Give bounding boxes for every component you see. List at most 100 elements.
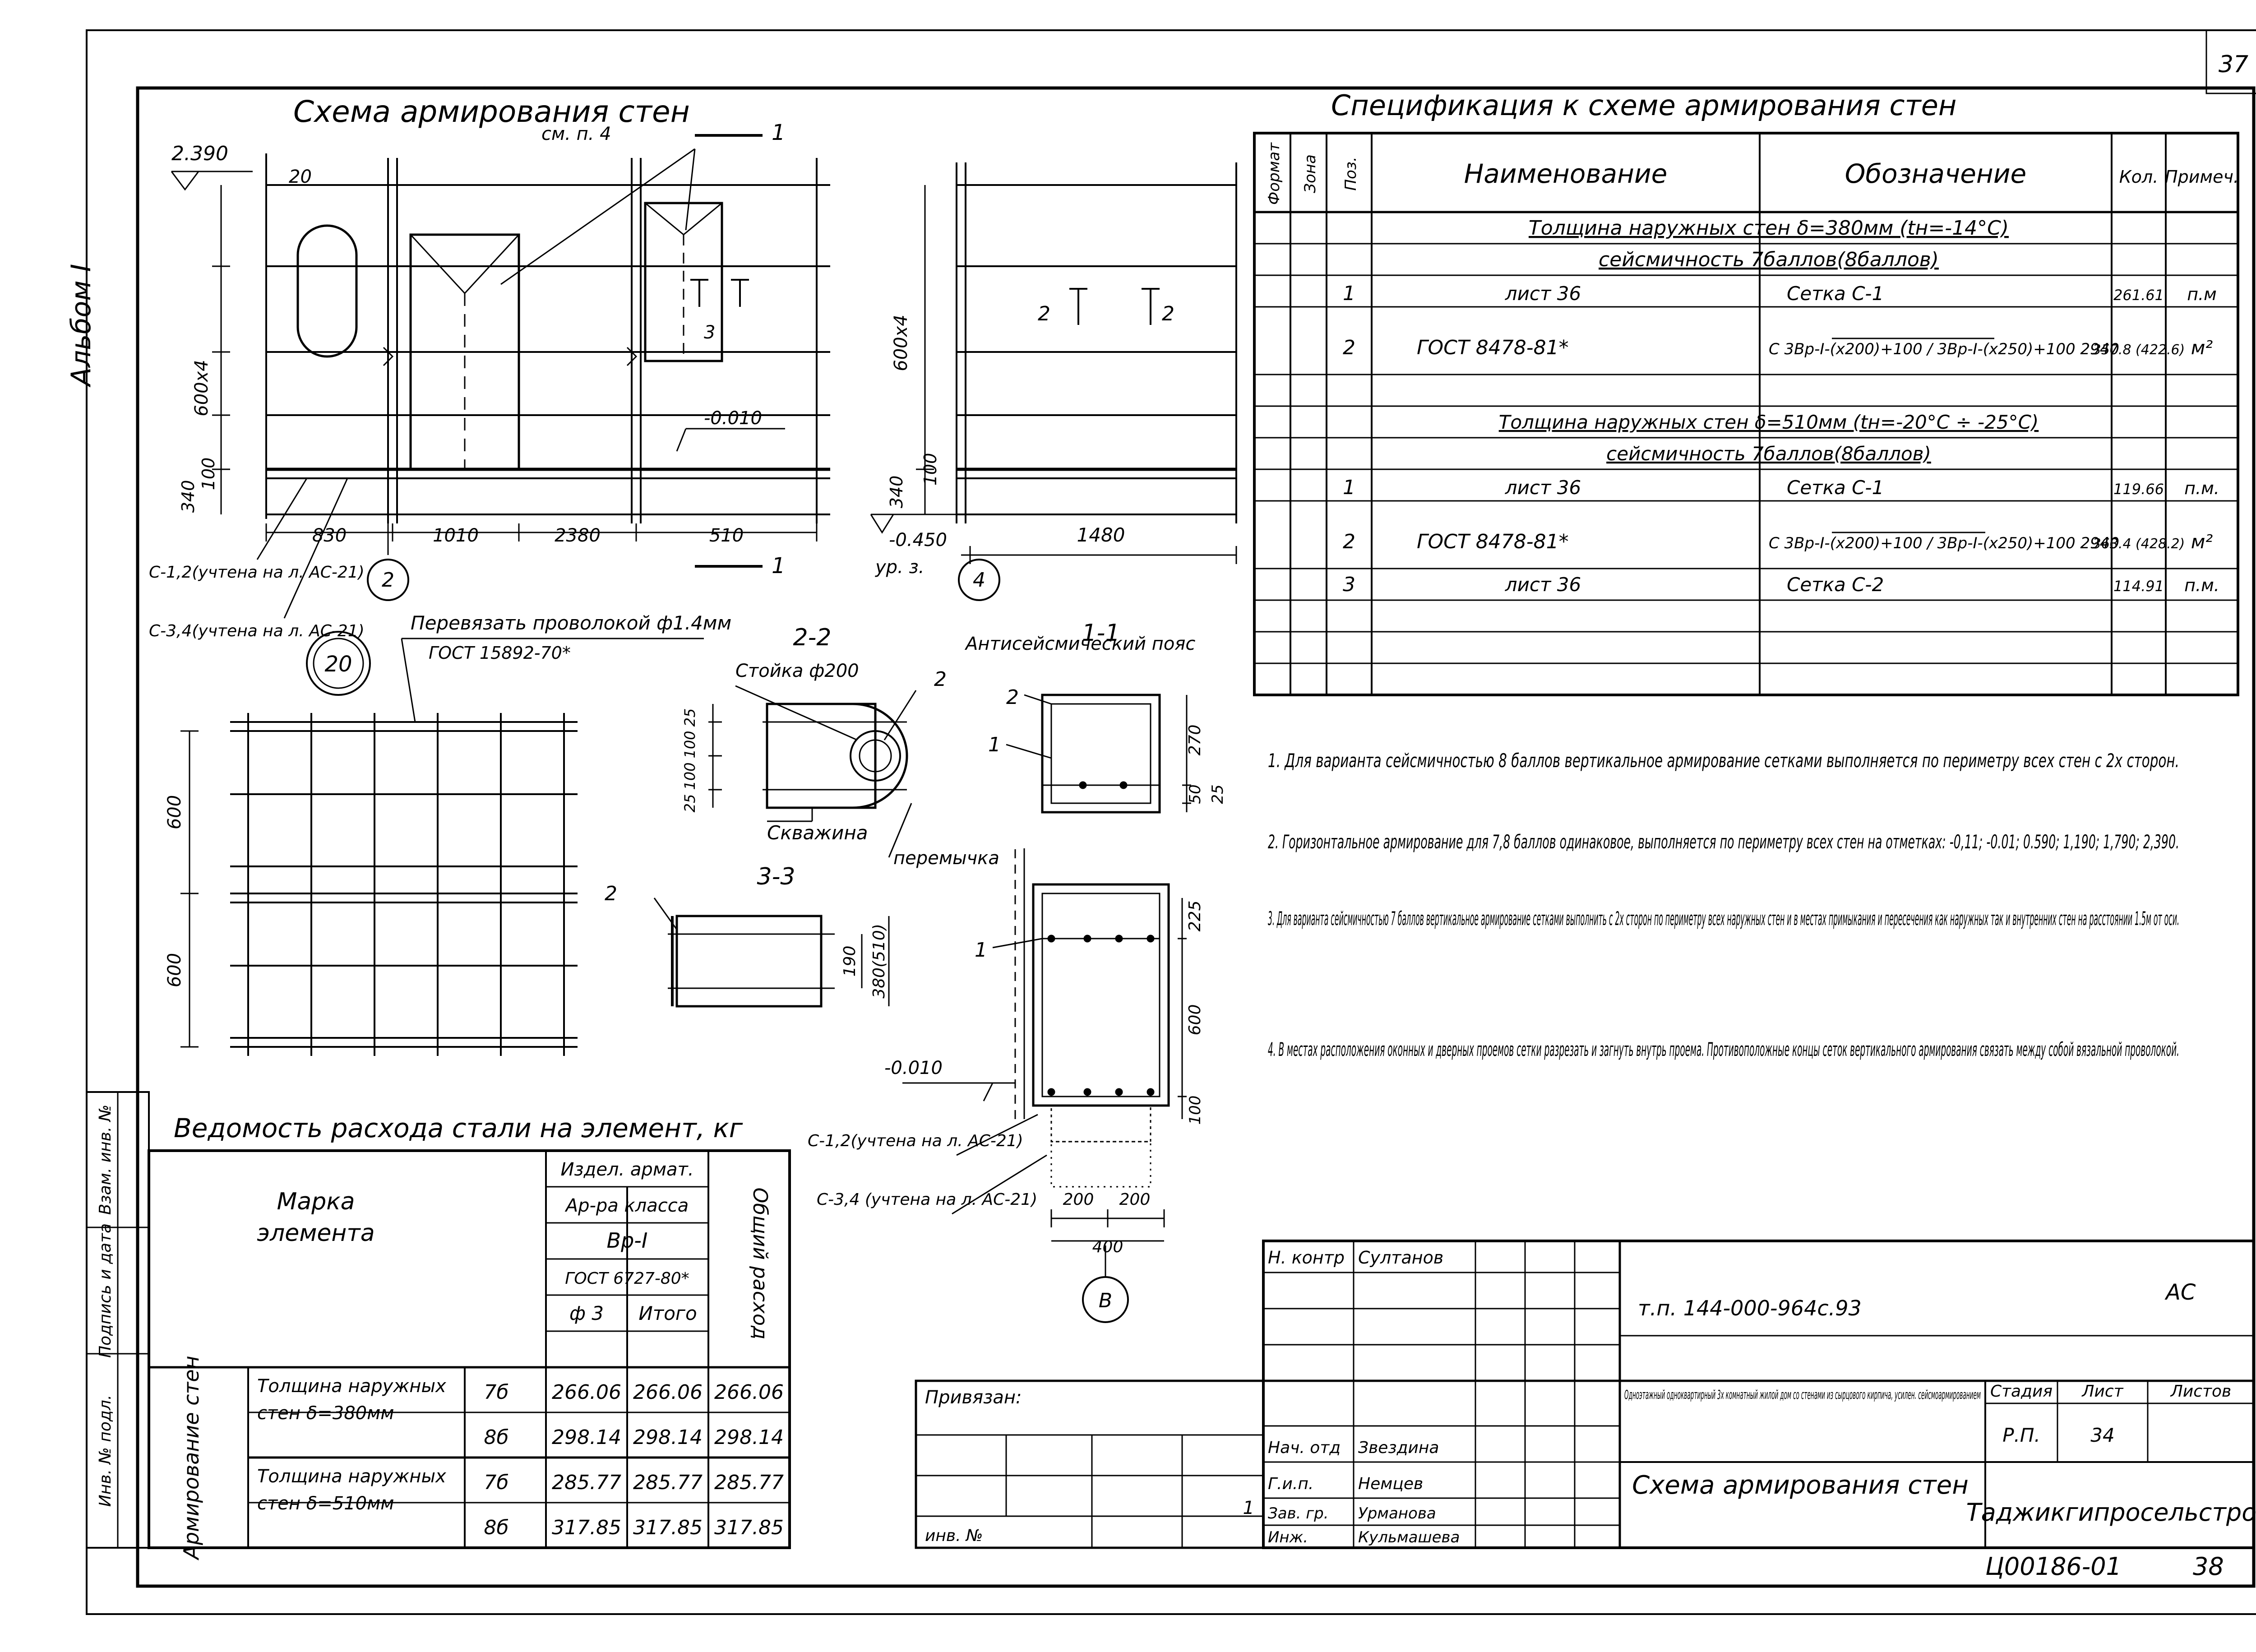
steel-r3-sum: 285.77 [714, 1471, 784, 1494]
steel-r1-total: 266.06 [633, 1381, 703, 1404]
sec11-dim-225: 225 [1186, 901, 1204, 932]
plan-wall-elevation [171, 134, 830, 619]
spec-h-qty: Кол. [2119, 167, 2159, 187]
plan-dim-830: 830 [312, 525, 347, 546]
steel-h-grade: Вр-I [607, 1228, 648, 1253]
doc-code: Ц00186-01 [1985, 1552, 2122, 1581]
axis4-dim-340: 340 [887, 476, 906, 509]
steel-h-sum: Общий расход [749, 1188, 772, 1340]
detail20-leader-label: Перевязать проволокой ф1.4мм [411, 612, 731, 634]
stamp-sign-date: Подпись и дата [96, 1223, 115, 1358]
plan-cut-1-top: 1 [772, 120, 786, 145]
tb-privyazan: Привязан: [925, 1387, 1022, 1408]
sec11-mesh-c12: С-1,2(учтена на л. АС-21) [808, 1132, 1023, 1150]
steel-r2-sum: 298.14 [714, 1426, 784, 1449]
tb-name-2: Звездина [1358, 1439, 1439, 1457]
section-2-2 [708, 685, 917, 858]
tb-stage-h: Стадия [1990, 1382, 2053, 1401]
spec-sec2-r1-unit: п.м. [2184, 478, 2219, 498]
steel-h-gost: ГОСТ 6727-80* [565, 1269, 689, 1288]
steel-r4-d3: 317.85 [552, 1516, 621, 1539]
title-block-grid [915, 1240, 2255, 1549]
tb-doc-num: т.п. 144-000-964с.93 [1638, 1296, 1862, 1320]
spec-sec1-r1-desig: Сетка С-1 [1787, 282, 1884, 305]
axis4-dim-vert: 600х4 [891, 315, 911, 371]
tb-sheet: 34 [2090, 1424, 2114, 1446]
note-4: 4. В местах расположения оконных и дверн… [1268, 1038, 2179, 1060]
steel-r1-label-b: стен δ=380мм [257, 1403, 394, 1424]
detail20-leader-standard: ГОСТ 15892-70* [429, 643, 571, 663]
detail20-dim-600-b: 600 [164, 953, 185, 987]
tb-ac: АС [2164, 1280, 2196, 1305]
sec11-ref-2: 2 [1006, 686, 1019, 709]
steel-mark-header-1: Марка [277, 1188, 355, 1215]
tb-role-3: Г.и.п. [1268, 1475, 1313, 1493]
section-3-3 [653, 898, 890, 1008]
spec-h-pos: Поз. [1342, 157, 1360, 190]
steel-r3-label-b: стен δ=510мм [257, 1493, 394, 1514]
steel-h-dia: ф 3 [569, 1302, 604, 1324]
scheme-title: Схема армирования стен [293, 94, 690, 129]
detail20-marker: 20 [324, 652, 352, 677]
album-label: Альбом I [65, 264, 97, 388]
spec-sec1-r1-name: лист 36 [1505, 282, 1581, 305]
plan-dim-vert: 600х4 [191, 360, 212, 416]
tb-name-5: Кульмашева [1358, 1528, 1460, 1546]
plan-elev-top: 2.390 [171, 142, 228, 165]
sec33-ref-2: 2 [605, 882, 617, 905]
spec-sec2-r2-unit: м² [2191, 531, 2213, 553]
steel-r4-grade: 8б [484, 1516, 509, 1539]
tb-name-3: Немцев [1358, 1475, 1423, 1493]
axis4-cut-2-right: 2 [1162, 302, 1174, 325]
tb-project-desc: Одноэтажный одноквартирный 3х комнатный … [1624, 1387, 1981, 1402]
steel-r1-d3: 266.06 [552, 1381, 621, 1404]
mesh-detail-20 [180, 631, 704, 1056]
tb-role-1: Н. контр [1268, 1248, 1345, 1268]
steel-h-total: Итого [638, 1302, 697, 1324]
spec-sec1-r1-unit: п.м [2187, 284, 2217, 304]
tb-sheet-no: 1 [1243, 1498, 1254, 1518]
spec-h-designation: Обозначение [1845, 158, 2026, 189]
tb-stage: Р.П. [2002, 1424, 2040, 1446]
steel-h-class: Ар-ра класса [564, 1195, 689, 1216]
sec22-dim-25a: 25 [681, 708, 698, 727]
steel-r2-grade: 8б [484, 1426, 509, 1449]
plan-note-see: см. п. 4 [541, 124, 611, 144]
sec11-elev-minus: -0.010 [884, 1058, 943, 1078]
sec33-dim-190: 190 [841, 946, 859, 977]
tb-role-2: Нач. отд [1268, 1439, 1341, 1457]
spec-sec1-sub: сейсмичность 7баллов(8баллов) [1599, 248, 1939, 271]
steel-h-items: Издел. армат. [560, 1159, 693, 1180]
spec-sec2-r1-pos: 1 [1343, 476, 1355, 499]
axis4-dim-1480: 1480 [1077, 524, 1125, 546]
sec22-title: 2-2 [793, 624, 832, 651]
sec11-dim-25: 25 [1209, 784, 1227, 804]
spec-sec1-r2-desig: С 3Вр-I-(х200)+100 / 3Вр-I-(х250)+100 29… [1769, 340, 2119, 358]
sec11-ref-1a: 1 [988, 733, 1001, 756]
spec-sec2-r2-name: ГОСТ 8478-81* [1417, 530, 1569, 553]
steel-r3-label-a: Толщина наружных [257, 1466, 446, 1487]
sec11-axis-b: В [1099, 1289, 1112, 1312]
plan-dim-2380: 2380 [555, 525, 601, 546]
steel-r3-total: 285.77 [633, 1471, 703, 1494]
sec22-dim-25b: 25 [681, 794, 698, 813]
spec-sec1-r1-qty: 261.61 [2113, 287, 2164, 304]
plan-elev-minus: -0.010 [704, 408, 762, 429]
axis4-elev-minus: -0.450 [889, 530, 947, 551]
plan-ref-20: 20 [289, 167, 312, 187]
steel-r2-d3: 298.14 [552, 1426, 621, 1449]
steel-title: Ведомость расхода стали на элемент, кг [174, 1113, 743, 1143]
spec-sec1-r1-pos: 1 [1343, 282, 1355, 305]
plan-axis-2: 2 [382, 569, 394, 592]
sec22-dim-100a: 100 [681, 731, 698, 758]
sec11-dim-400: 400 [1092, 1238, 1123, 1256]
spec-sec2-r1-name: лист 36 [1505, 477, 1581, 499]
spec-sec2-r1-qty: 119.66 [2113, 481, 2164, 498]
sec11-title: 1-1 [1082, 620, 1120, 647]
tb-role-4: Зав. гр. [1268, 1504, 1329, 1522]
note-1: 1. Для варианта сейсмичностью 8 баллов в… [1268, 750, 2179, 772]
tb-sheets-h: Листов [2170, 1382, 2231, 1401]
spec-sec2-r3-pos: 3 [1343, 573, 1355, 596]
plan-cut-3: 3 [704, 322, 715, 343]
